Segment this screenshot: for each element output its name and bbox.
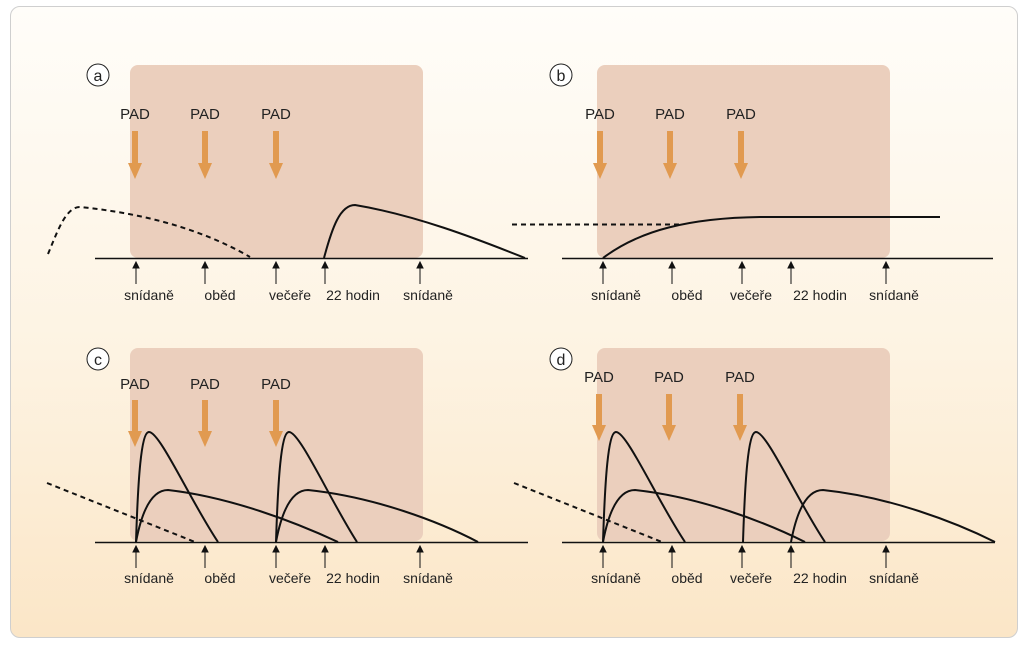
axis-label-22h: 22 hodin	[793, 570, 847, 586]
time-marker-icon	[882, 544, 890, 568]
axis-label-breakfast: snídaně	[124, 287, 174, 303]
axis-label-22h: 22 hodin	[326, 287, 380, 303]
panel-letter-circle	[86, 347, 110, 371]
pad-arrows	[592, 394, 747, 441]
pad-label: PAD	[655, 106, 685, 123]
time-marker-icon	[201, 260, 209, 284]
time-marker-icon	[272, 544, 280, 568]
pad-label: PAD	[190, 376, 220, 393]
time-marker-icon	[416, 260, 424, 284]
time-marker-icon	[132, 260, 140, 284]
axis-markers	[599, 260, 890, 284]
intermediate-insulin-curve	[602, 488, 806, 543]
axis-label-lunch: oběd	[204, 570, 235, 586]
axis-label-22h: 22 hodin	[326, 570, 380, 586]
pad-label: PAD	[654, 369, 684, 386]
time-marker-icon	[272, 260, 280, 284]
pad-arrows	[593, 131, 748, 179]
pad-arrow-icon	[269, 131, 283, 179]
pad-arrow-icon	[198, 400, 212, 447]
panel-letter-circle	[549, 347, 573, 371]
time-marker-icon	[201, 544, 209, 568]
pad-arrow-icon	[128, 400, 142, 447]
pad-arrow-icon	[269, 400, 283, 447]
pad-arrow-icon	[128, 131, 142, 179]
panel-letter: a	[94, 68, 103, 85]
pad-label: PAD	[726, 106, 756, 123]
time-marker-icon	[321, 544, 329, 568]
axis-label-breakfast: snídaně	[591, 570, 641, 586]
axis-label-dinner: večeře	[730, 287, 772, 303]
pad-label: PAD	[120, 106, 150, 123]
axis-markers	[599, 544, 890, 568]
axis-label-breakfast-next: snídaně	[869, 570, 919, 586]
previous-dose-curve	[47, 205, 251, 258]
time-marker-icon	[321, 260, 329, 284]
time-marker-icon	[132, 544, 140, 568]
axis-label-dinner: večeře	[730, 570, 772, 586]
axis-label-dinner: večeře	[269, 287, 311, 303]
pad-label: PAD	[261, 376, 291, 393]
pad-arrow-icon	[592, 394, 606, 441]
time-marker-icon	[668, 260, 676, 284]
panel-letter-circle	[86, 63, 110, 87]
time-marker-icon	[416, 544, 424, 568]
axis-markers	[132, 260, 424, 284]
axis-markers	[132, 544, 424, 568]
pad-arrow-icon	[734, 131, 748, 179]
pad-label: PAD	[725, 369, 755, 386]
panel-a: a PAD PAD PAD snídaně oběd večeře 22 hod…	[47, 63, 528, 303]
intermediate-insulin-curve	[135, 488, 339, 543]
panel-c: c PAD PAD PAD snídaně oběd večeře 22 hod…	[46, 347, 528, 586]
intermediate-insulin-curve	[275, 488, 479, 543]
insulin-curve	[602, 216, 940, 259]
panel-d: d PAD PAD PAD snídaně oběd večeře 22 hod…	[513, 347, 996, 586]
time-marker-icon	[738, 544, 746, 568]
time-marker-icon	[882, 260, 890, 284]
pad-arrows	[128, 131, 283, 179]
pad-label: PAD	[584, 369, 614, 386]
time-marker-icon	[787, 544, 795, 568]
time-marker-icon	[738, 260, 746, 284]
axis-label-lunch: oběd	[671, 570, 702, 586]
pad-arrows	[128, 400, 283, 447]
axis-label-dinner: večeře	[269, 570, 311, 586]
pad-label: PAD	[261, 106, 291, 123]
insulin-curve	[323, 203, 526, 259]
axis-label-breakfast: snídaně	[124, 570, 174, 586]
panel-letter: d	[557, 352, 566, 369]
rapid-insulin-curve	[135, 430, 219, 543]
rapid-insulin-curve	[742, 430, 826, 543]
panel-b: b PAD PAD PAD snídaně oběd večeře 22 hod…	[512, 63, 993, 303]
axis-label-breakfast-next: snídaně	[869, 287, 919, 303]
pad-arrow-icon	[663, 131, 677, 179]
pad-arrow-icon	[198, 131, 212, 179]
panel-letter: b	[557, 68, 566, 85]
intermediate-insulin-curve	[790, 488, 996, 543]
panel-letter-circle	[549, 63, 573, 87]
pad-label: PAD	[120, 376, 150, 393]
pad-arrow-icon	[662, 394, 676, 441]
time-marker-icon	[599, 260, 607, 284]
time-marker-icon	[787, 260, 795, 284]
pad-arrow-icon	[733, 394, 747, 441]
rapid-insulin-curve	[602, 430, 686, 543]
pad-label: PAD	[190, 106, 220, 123]
pad-label: PAD	[585, 106, 615, 123]
axis-label-breakfast-next: snídaně	[403, 570, 453, 586]
pad-arrow-icon	[593, 131, 607, 179]
panel-letter: c	[94, 352, 102, 369]
time-marker-icon	[599, 544, 607, 568]
axis-label-lunch: oběd	[671, 287, 702, 303]
axis-label-22h: 22 hodin	[793, 287, 847, 303]
axis-label-breakfast-next: snídaně	[403, 287, 453, 303]
axis-label-breakfast: snídaně	[591, 287, 641, 303]
time-marker-icon	[668, 544, 676, 568]
axis-label-lunch: oběd	[204, 287, 235, 303]
rapid-insulin-curve	[275, 430, 358, 543]
